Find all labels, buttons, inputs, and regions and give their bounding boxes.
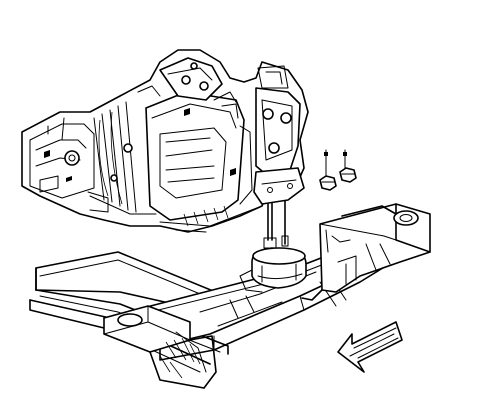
vehicle-front-direction-arrow: [337, 321, 403, 373]
transmission-assembly: [21, 49, 309, 233]
transmission-mount: [239, 247, 307, 293]
mount-nuts: [319, 149, 357, 191]
